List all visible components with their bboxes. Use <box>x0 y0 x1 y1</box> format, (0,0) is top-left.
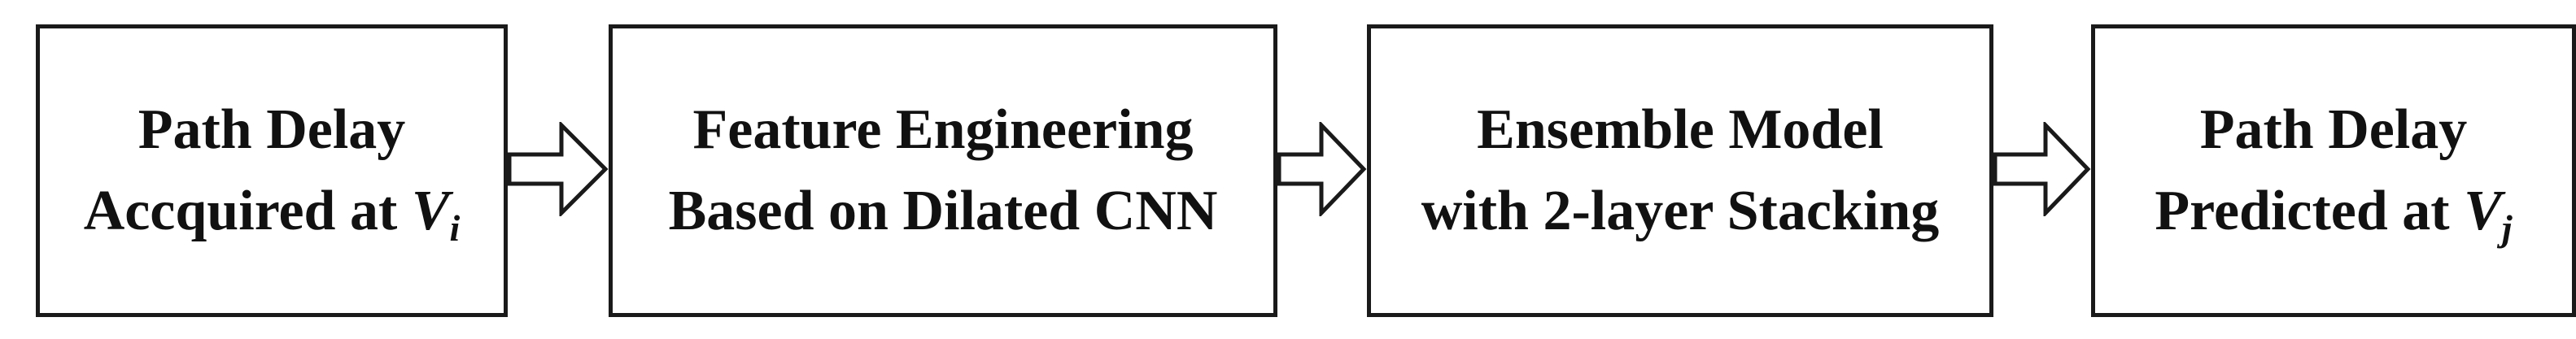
step-4-line-1: Path Delay <box>2199 98 2468 161</box>
step-3-line-2: with 2-layer Stacking <box>1421 180 1940 242</box>
step-4-variable-subscript: j <box>2501 207 2513 249</box>
step-1-line-1: Path Delay <box>138 98 406 161</box>
hollow-right-arrow-icon <box>508 122 609 216</box>
step-4-line-2: Predicted at Vj <box>2155 171 2512 252</box>
step-2-line-1: Feature Engineering <box>692 98 1194 161</box>
step-2-line-2: Based on Dilated CNN <box>668 180 1218 242</box>
step-box-ensemble-model: Ensemble Model with 2-layer Stacking <box>1367 24 1993 317</box>
step-box-path-delay-acquired: Path Delay Accquired at Vi <box>36 24 508 317</box>
step-box-path-delay-predicted: Path Delay Predicted at Vj <box>2091 24 2576 317</box>
step-3-line-1: Ensemble Model <box>1477 98 1884 161</box>
step-4-line-2-text: Predicted at <box>2155 180 2465 242</box>
step-4-variable: Vj <box>2464 180 2512 247</box>
step-1-variable-symbol: V <box>411 180 450 242</box>
step-1-line-2: Accquired at Vi <box>84 171 461 252</box>
hollow-right-arrow-icon <box>1993 122 2091 216</box>
step-4-variable-symbol: V <box>2464 180 2502 242</box>
step-1-variable: Vi <box>411 180 460 247</box>
hollow-right-arrow-icon <box>1277 122 1367 216</box>
step-box-feature-engineering: Feature Engineering Based on Dilated CNN <box>609 24 1277 317</box>
step-1-variable-subscript: i <box>449 207 461 249</box>
step-1-line-2-text: Accquired at <box>83 180 412 242</box>
